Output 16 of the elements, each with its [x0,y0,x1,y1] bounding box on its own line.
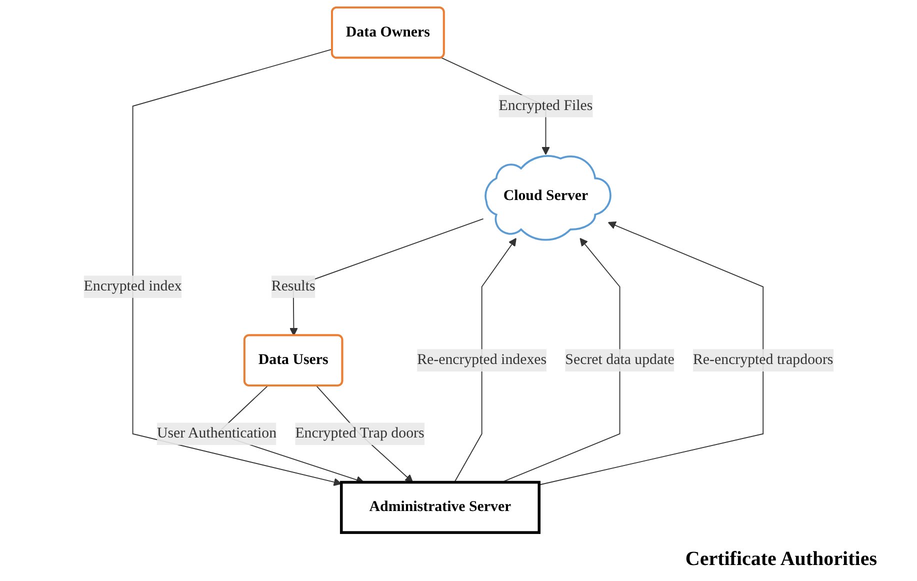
arrow [454,238,516,483]
arrow [538,221,764,486]
edge-label: Encrypted Trap doors [295,422,424,446]
edge-label: Secret data update [565,349,674,372]
cloud-node: Cloud Server [484,155,612,241]
edge-label: Re-encrypted trapdoors [693,349,834,372]
arrow [132,48,342,486]
edge-label: Encrypted Files [498,94,593,118]
rounded-box: Data Owners [331,6,445,59]
rounded-box: Data Users [243,334,344,386]
edge-label: Encrypted index [84,276,182,298]
edge-label: Results [271,276,316,298]
server-box: Administrative Server [340,480,541,534]
entity-label: Certificate Authorities [685,548,877,571]
edge-label: User Authentication [157,422,277,446]
edge-label: Re-encrypted indexes [417,349,547,372]
